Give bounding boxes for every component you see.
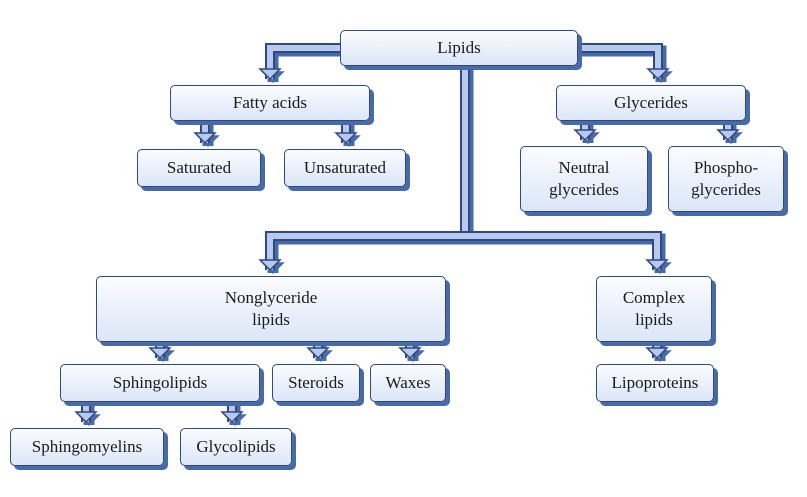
node-saturated: Saturated	[137, 149, 261, 187]
node-fatty-acids: Fatty acids	[170, 85, 370, 121]
arrowhead-complex-to-lipoproteins	[645, 347, 669, 360]
node-label-neutral-glycerides-1: Neutral	[558, 158, 610, 177]
node-unsaturated: Unsaturated	[284, 149, 406, 187]
connector-trunk-to-complex	[465, 233, 660, 270]
node-glycolipids: Glycolipids	[180, 428, 292, 466]
connector-trunk-to-nonglyceride	[267, 233, 468, 273]
arrowhead-glycerides-to-neutral	[573, 129, 597, 142]
node-label-fatty-acids: Fatty acids	[232, 93, 308, 112]
node-steroids: Steroids	[272, 364, 360, 402]
node-label-unsaturated: Unsaturated	[303, 158, 387, 177]
arrowhead-trunk-to-complex	[645, 259, 669, 272]
node-sphingolipids: Sphingolipids	[60, 364, 260, 402]
node-label-lipids: Lipids	[437, 38, 481, 57]
arrowhead-sphingo-to-sphingomyelins	[74, 411, 98, 424]
node-label-glycerides: Glycerides	[614, 93, 688, 112]
node-label-sphingolipids: Sphingolipids	[112, 373, 208, 392]
node-label-lipoproteins: Lipoproteins	[611, 373, 699, 392]
arrowhead-lipids-to-fatty-acids	[258, 68, 282, 81]
connector-lipids-to-glycerides	[578, 43, 663, 79]
node-phosphoglycerides: Phospho- glycerides	[668, 146, 784, 212]
arrowhead-nonglyceride-to-waxes	[398, 347, 422, 360]
arrowhead-trunk-to-nonglyceride	[258, 259, 282, 272]
connector-trunk-to-complex	[468, 233, 666, 273]
arrowhead-lipids-to-glycerides	[646, 68, 670, 81]
node-glycerides: Glycerides	[556, 85, 746, 121]
node-waxes: Waxes	[370, 364, 446, 402]
arrowhead-sphingo-to-glycolipids	[220, 411, 244, 424]
arrowhead-glycerides-to-phospho	[716, 129, 740, 142]
node-complex-lipids: Complex lipids	[596, 276, 712, 342]
node-label-complex-lipids-2: lipids	[635, 310, 673, 329]
node-label-nonglyceride-lipids-2: lipids	[252, 310, 290, 329]
node-label-saturated: Saturated	[166, 158, 232, 177]
node-label-sphingomyelins: Sphingomyelins	[31, 437, 143, 456]
arrowhead-fatty-to-unsaturated	[334, 132, 358, 145]
arrowhead-nonglyceride-to-sphingolipids	[148, 347, 172, 360]
node-label-phosphoglycerides-2: glycerides	[691, 180, 761, 199]
arrowhead-fatty-to-saturated	[193, 132, 217, 145]
node-label-glycolipids: Glycolipids	[196, 437, 276, 456]
node-label-phosphoglycerides-1: Phospho-	[693, 158, 759, 177]
connector-trunk-to-nonglyceride	[267, 233, 465, 270]
node-label-complex-lipids-1: Complex	[622, 288, 686, 307]
connector-lipids-to-fatty-acids	[267, 45, 343, 82]
node-nonglyceride-lipids: Nonglyceride lipids	[96, 276, 446, 342]
node-label-waxes: Waxes	[385, 373, 431, 392]
node-neutral-glycerides: Neutral glycerides	[520, 146, 648, 212]
arrowhead-nonglyceride-to-steroids	[306, 347, 330, 360]
node-label-steroids: Steroids	[288, 373, 344, 392]
node-label-neutral-glycerides-2: glycerides	[549, 180, 619, 199]
node-lipoproteins: Lipoproteins	[596, 364, 714, 402]
connector-lipids-to-glycerides	[581, 45, 667, 82]
node-sphingomyelins: Sphingomyelins	[10, 428, 164, 466]
node-label-nonglyceride-lipids-1: Nonglyceride	[224, 288, 318, 307]
node-lipids: Lipids	[340, 30, 578, 66]
